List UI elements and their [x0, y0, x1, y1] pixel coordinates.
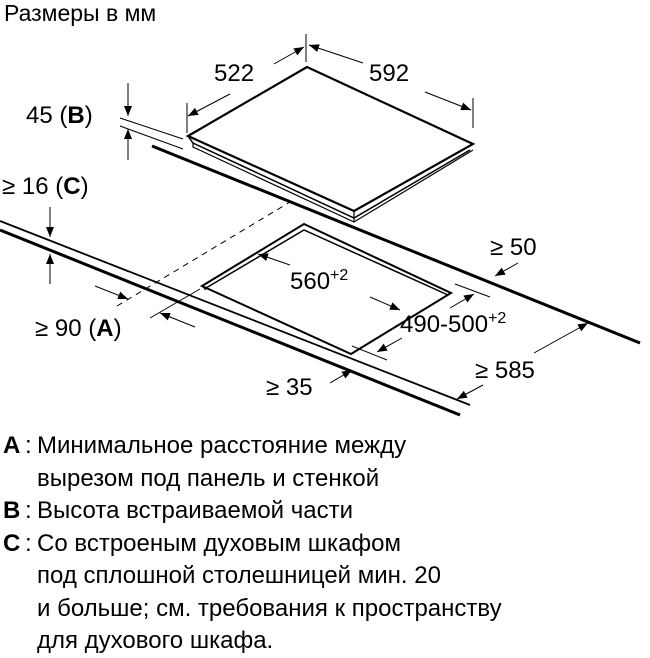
dim-cutout-depth-tolerance: +2: [488, 310, 507, 327]
page-title: Размеры в мм: [4, 0, 157, 26]
dim-cutout-width: 560+2: [290, 267, 349, 295]
legend-text-cont: вырезом под панель и стенкой: [37, 464, 380, 492]
legend-item-c: C: Со встроеным духовым шкафом: [3, 528, 502, 561]
dim-cutout-depth: 490-500+2: [400, 310, 507, 338]
legend-text: Минимальное расстояние между: [37, 432, 407, 459]
dim-oven-clearance: ≥ 16 (C): [2, 173, 89, 200]
legend-text-cont: и больше; см. требования к пространству: [37, 594, 502, 622]
legend: A: Минимальное расстояние между вырезом …: [3, 430, 502, 658]
legend-text: Высота встраиваемой части: [37, 497, 354, 524]
legend-key: B: [3, 497, 21, 524]
dim-wall-distance-key: A: [96, 315, 114, 342]
dim-wall-distance-value: ≥ 90: [35, 315, 82, 342]
dim-built-in-height-key: B: [67, 102, 85, 129]
dim-hob-width: 592: [369, 60, 410, 87]
dim-oven-clearance-key: C: [63, 173, 81, 200]
dim-oven-clearance-value: ≥ 16: [2, 173, 49, 200]
hob-outline: [185, 65, 476, 223]
dim-cutout-depth-value: 490-500: [400, 311, 489, 338]
legend-text-cont: для духового шкафа.: [37, 627, 274, 654]
dim-cutout-width-tolerance: +2: [330, 267, 349, 284]
dim-front-clearance: ≥ 35: [266, 374, 313, 401]
dim-wall-distance: ≥ 90 (A): [35, 315, 122, 342]
legend-item-a: A: Минимальное расстояние между: [3, 430, 502, 463]
dim-worktop-depth: ≥ 585: [475, 357, 535, 384]
legend-item-b: B: Высота встраиваемой части: [3, 495, 502, 528]
dim-built-in-height: 45 (B): [26, 102, 93, 129]
dim-hob-depth: 522: [214, 60, 255, 87]
legend-key: C: [3, 529, 21, 557]
legend-text-cont: под сплошной столешницей мин. 20: [37, 562, 441, 589]
legend-key: A: [3, 432, 21, 459]
legend-text: Со встроеным духовым шкафом: [37, 529, 402, 557]
dim-cutout-width-value: 560: [290, 268, 331, 295]
installation-diagram: [0, 34, 641, 417]
cutout-outline: [199, 222, 454, 356]
dim-rear-clearance: ≥ 50: [490, 234, 537, 261]
dim-built-in-height-value: 45: [26, 102, 53, 129]
